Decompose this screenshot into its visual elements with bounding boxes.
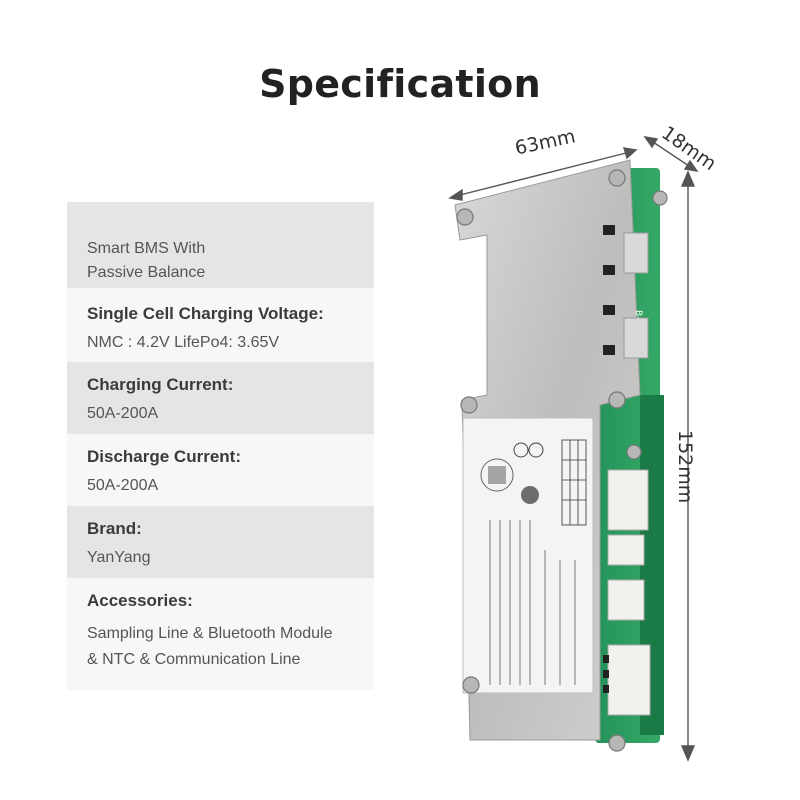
pcb-components: B- (603, 225, 649, 359)
spec-value: 50A-200A (87, 405, 159, 422)
mounting-screws (456, 169, 668, 752)
spec-row-charging-voltage: Single Cell Charging Voltage: NMC : 4.2V… (67, 288, 374, 362)
dimension-depth-arrow (643, 136, 699, 172)
spec-row-brand: Brand: YanYang (67, 506, 374, 578)
spec-value-line-1: Sampling Line & Bluetooth Module (87, 625, 333, 642)
spec-row-accessories: Accessories: Sampling Line & Bluetooth M… (67, 578, 374, 690)
pcb-connectors (603, 469, 651, 716)
spec-value: YanYang (87, 549, 151, 566)
spec-row-discharge-current: Discharge Current: 50A-200A (67, 434, 374, 506)
dimension-length-label: 152mm (674, 430, 696, 504)
bms-product-image: B- (448, 136, 699, 762)
spec-summary-line-1: Smart BMS With (87, 240, 206, 257)
page-title: Specification (259, 62, 541, 106)
spec-value: NMC : 4.2V LifePo4: 3.65V (87, 334, 280, 351)
svg-text:B-: B- (633, 310, 643, 319)
spec-value: 50A-200A (87, 477, 159, 494)
spec-row-summary: Smart BMS With Passive Balance (67, 202, 374, 288)
spec-value-line-2: & NTC & Communication Line (87, 651, 301, 668)
spec-summary-line-2: Passive Balance (87, 264, 206, 281)
spec-label: Accessories: (87, 591, 193, 610)
dimension-width-arrow (448, 147, 638, 201)
spec-label: Discharge Current: (87, 447, 241, 466)
spec-label: Charging Current: (87, 375, 234, 394)
spec-row-charging-current: Charging Current: 50A-200A (67, 362, 374, 434)
spec-table: Smart BMS With Passive Balance Single Ce… (67, 202, 374, 690)
dimension-length-arrow (680, 170, 696, 762)
product-label-sticker (462, 417, 594, 694)
spec-label: Single Cell Charging Voltage: (87, 304, 324, 323)
spec-label: Brand: (87, 519, 142, 538)
